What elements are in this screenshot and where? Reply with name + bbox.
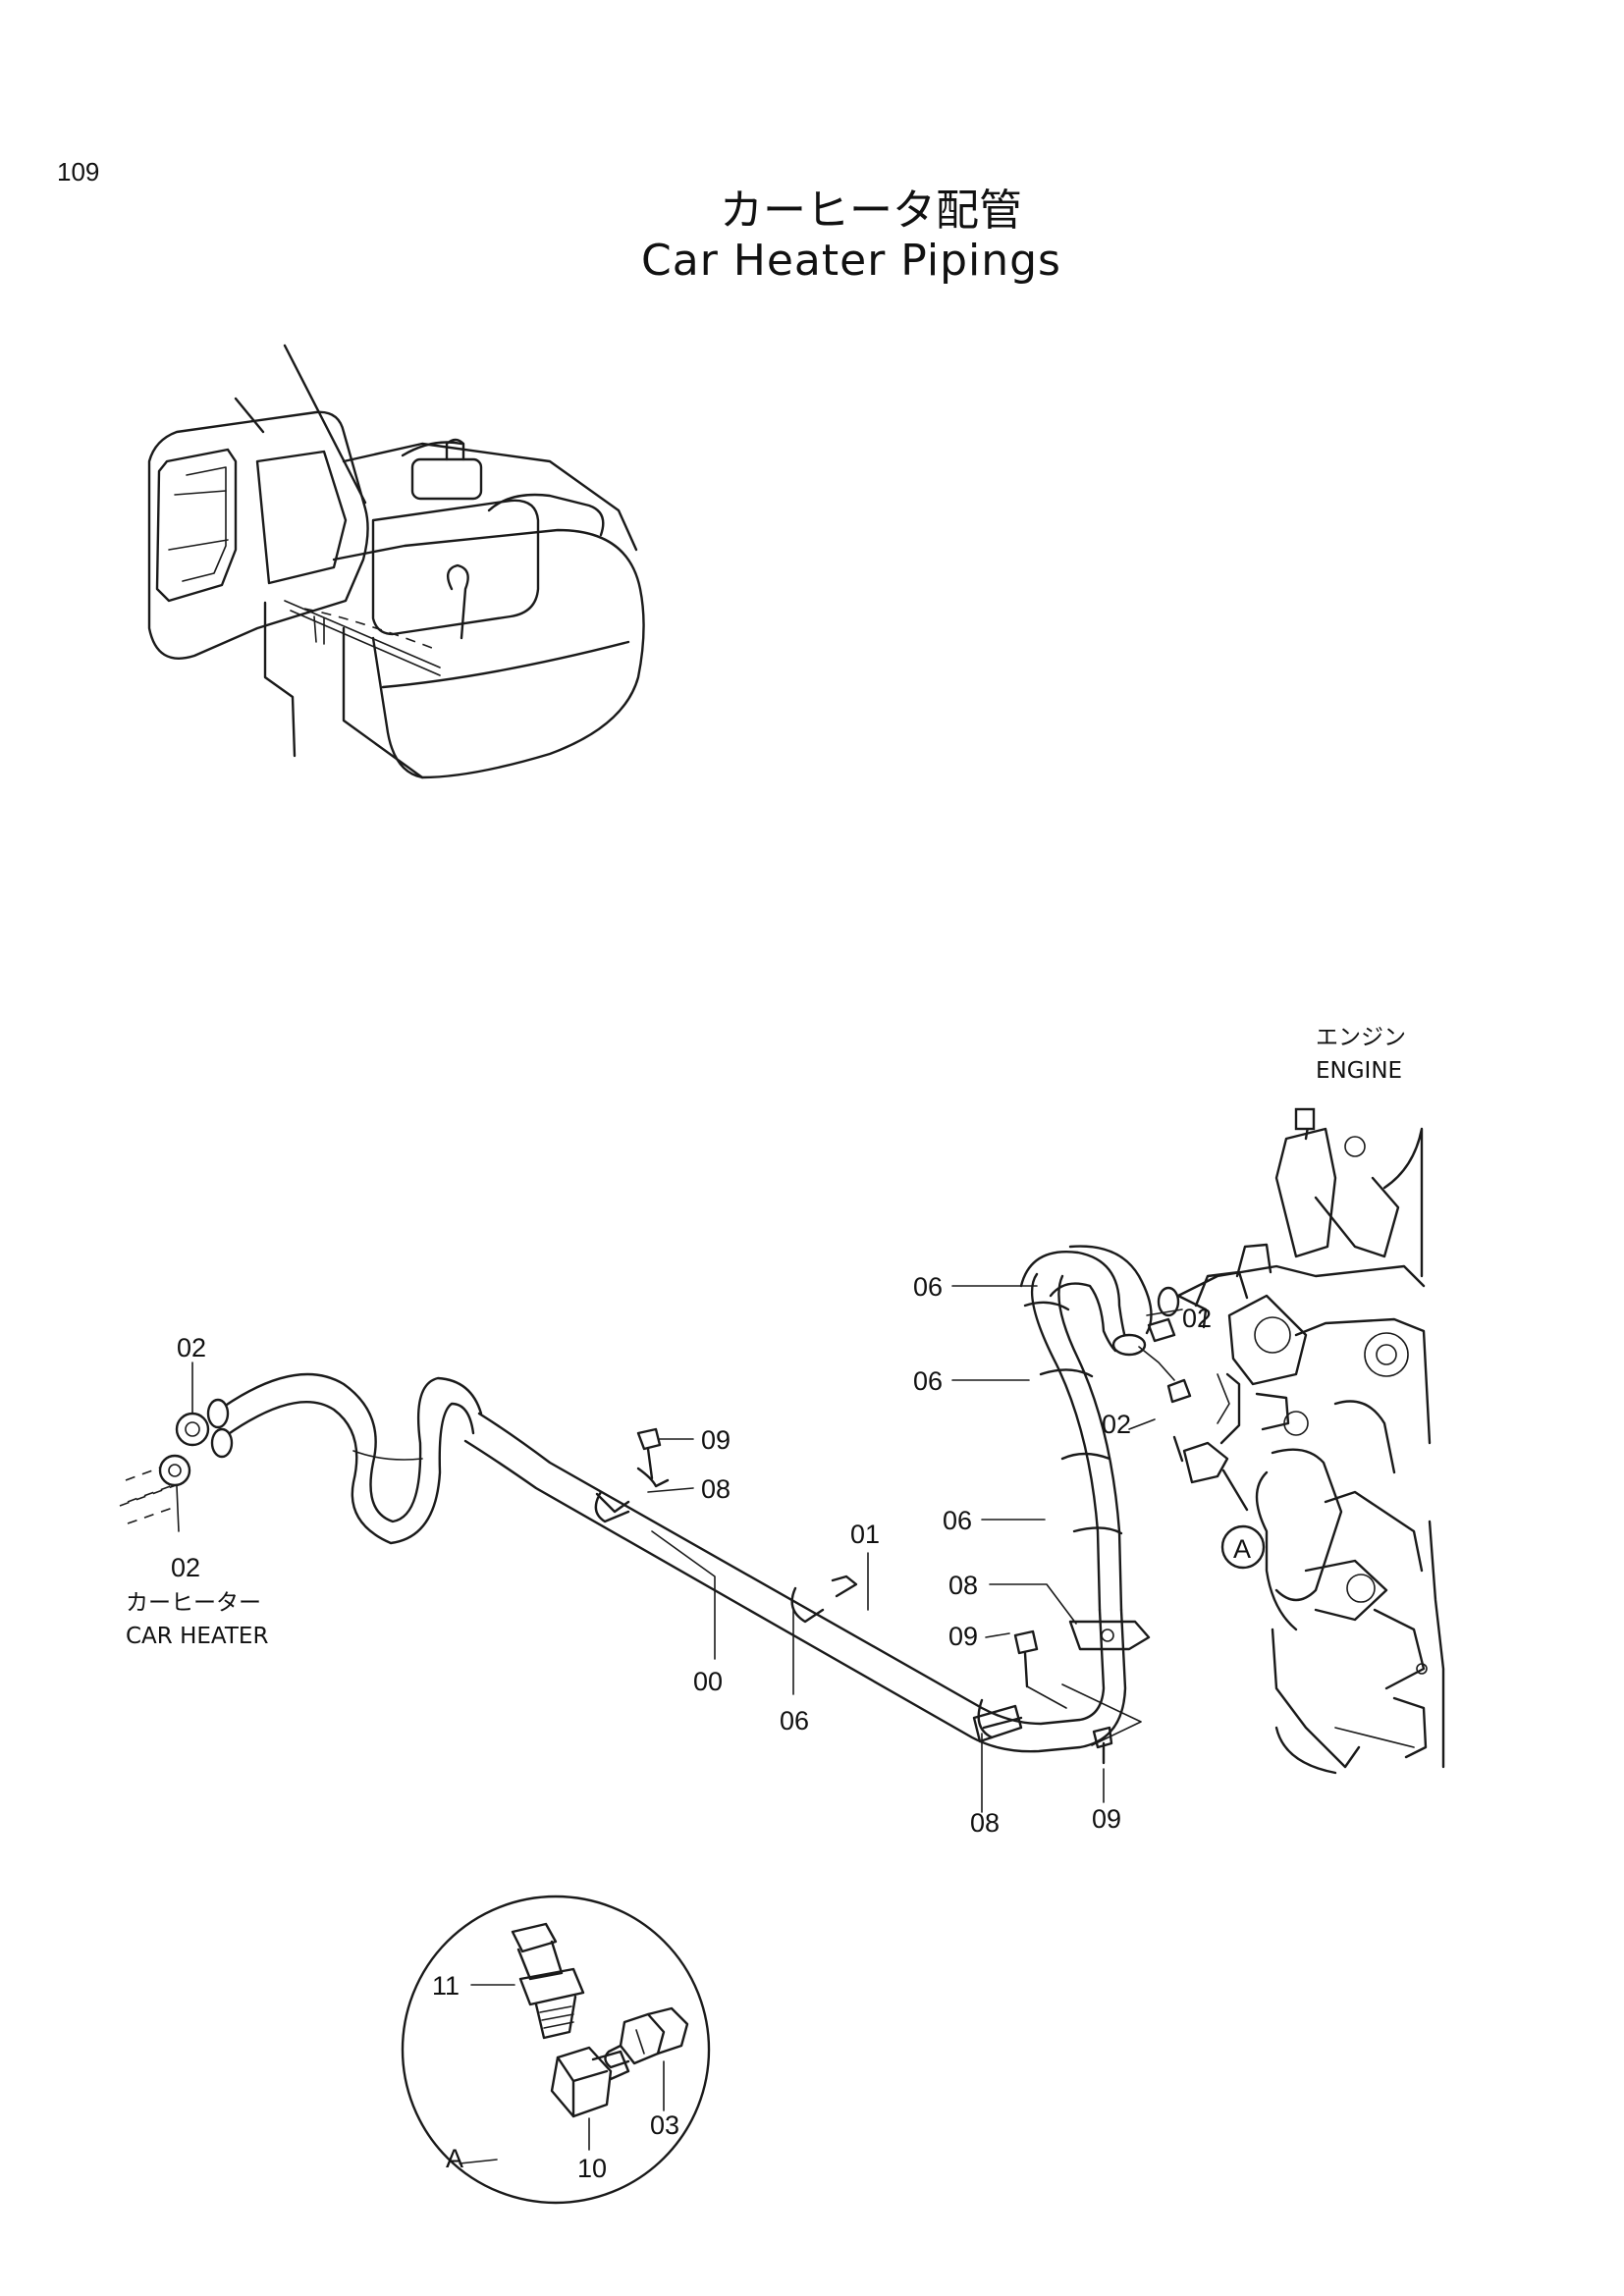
callout-06-top2: 06 xyxy=(913,1366,943,1396)
callout-02-heater-bottom: 02 xyxy=(171,1553,200,1582)
callout-09-bottom: 09 xyxy=(1092,1804,1121,1834)
car-heater-label-japanese: カーヒーター xyxy=(126,1590,261,1616)
callout-06-mid: 06 xyxy=(943,1506,972,1535)
callout-09-right: 09 xyxy=(948,1622,978,1651)
callout-01: 01 xyxy=(850,1520,880,1549)
callout-08-right: 08 xyxy=(948,1571,978,1600)
callout-10: 10 xyxy=(577,2154,607,2183)
callout-09-pipe: 09 xyxy=(701,1425,731,1455)
callout-03: 03 xyxy=(650,2110,679,2140)
callout-08-pipe: 08 xyxy=(701,1474,731,1504)
page-title-english: Car Heater Pipings xyxy=(641,236,1061,286)
callout-00: 00 xyxy=(693,1667,723,1696)
callout-08-bottom: 08 xyxy=(970,1808,1000,1838)
detail-a-caption: A xyxy=(446,2144,463,2173)
detail-a-view xyxy=(401,1895,711,2205)
callout-numbers: 02 02 09 08 00 01 06 06 06 06 02 02 08 0… xyxy=(171,1272,1212,2183)
heater-pipe-assembly xyxy=(119,1245,1153,1765)
callout-06-top1: 06 xyxy=(913,1272,943,1302)
leader-lines xyxy=(176,1285,1183,2164)
engine-illustration xyxy=(1138,1107,1445,1775)
hose-clamp-heater-lower xyxy=(158,1454,191,1487)
callout-02-heater-top: 02 xyxy=(177,1333,206,1362)
car-heater-label-english: CAR HEATER xyxy=(126,1624,268,1649)
callout-11: 11 xyxy=(432,1971,460,2001)
page-title-japanese: カーヒータ配管 xyxy=(720,186,1022,236)
detail-a-marker-circle xyxy=(1220,1524,1266,1570)
page-number: 109 xyxy=(57,157,100,187)
callout-06-pipe: 06 xyxy=(780,1706,809,1735)
hose-clamp-heater-upper xyxy=(175,1412,210,1447)
excavator-overview-illustration xyxy=(147,344,645,779)
detail-a-marker-label: A xyxy=(1233,1534,1251,1564)
callout-02-engine-mid: 02 xyxy=(1102,1410,1131,1439)
callout-02-engine-top: 02 xyxy=(1182,1304,1212,1333)
engine-label-english: ENGINE xyxy=(1316,1058,1402,1084)
engine-label-japanese: エンジン xyxy=(1316,1025,1406,1050)
